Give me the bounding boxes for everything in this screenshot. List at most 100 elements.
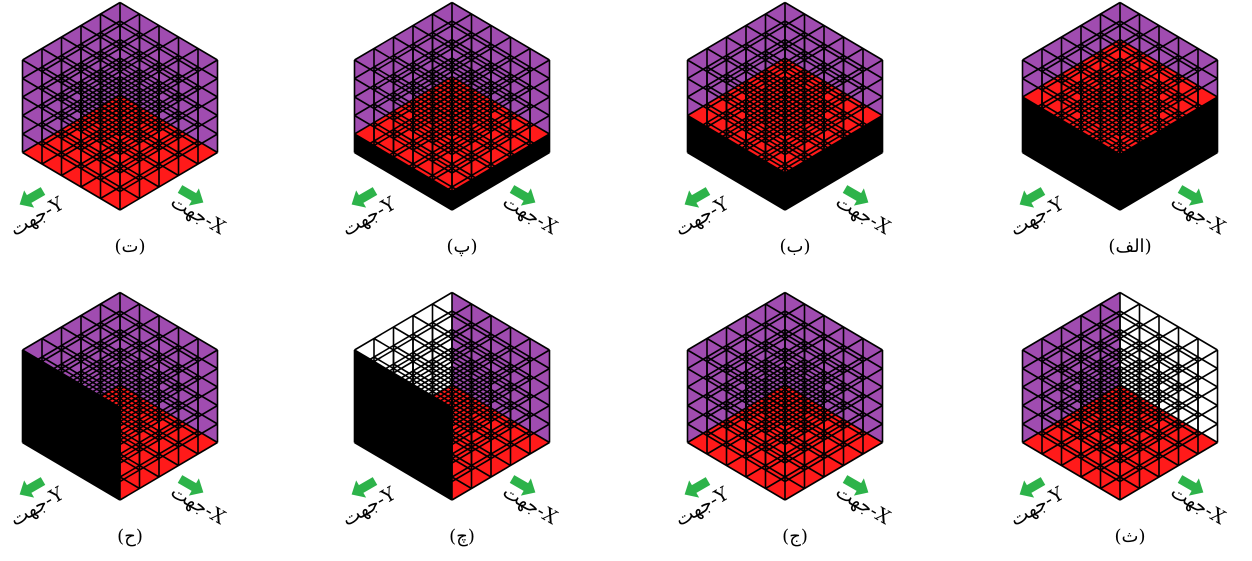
grid-line bbox=[451, 386, 550, 446]
grid-line bbox=[1061, 326, 1160, 386]
grid-line bbox=[1080, 326, 1179, 386]
panel-caption: (الف) bbox=[1108, 236, 1151, 257]
grid-line bbox=[80, 24, 179, 84]
arrow-shape bbox=[842, 185, 869, 206]
grid-line bbox=[1041, 337, 1140, 397]
grid-line bbox=[784, 77, 883, 137]
y-direction-arrow bbox=[1019, 187, 1046, 208]
grid-line bbox=[432, 303, 531, 363]
grid-line bbox=[765, 337, 864, 397]
grid-line bbox=[22, 349, 121, 409]
grid-line bbox=[119, 133, 218, 193]
grid-line bbox=[22, 77, 121, 137]
grid-line bbox=[354, 386, 453, 446]
grid-line bbox=[687, 349, 786, 409]
grid-line bbox=[354, 310, 453, 370]
grid-line bbox=[119, 59, 218, 119]
grid-line bbox=[22, 114, 121, 174]
grid-line bbox=[451, 291, 550, 351]
arrow-shape bbox=[19, 187, 46, 208]
grid-line bbox=[687, 59, 786, 119]
arrow-shape bbox=[177, 475, 204, 496]
grid-line bbox=[22, 1, 121, 61]
grid-line bbox=[41, 303, 140, 363]
grid-line bbox=[119, 404, 218, 464]
grid-line bbox=[119, 423, 218, 483]
y-direction-arrow bbox=[684, 187, 711, 208]
grid-line bbox=[22, 133, 121, 193]
grid-line bbox=[22, 367, 121, 427]
y-direction-arrow bbox=[19, 477, 46, 498]
grid-lines bbox=[1021, 291, 1219, 501]
grid-line bbox=[354, 367, 453, 427]
grid-line bbox=[784, 133, 883, 193]
panel-caption: (ت) bbox=[114, 236, 145, 257]
arrow-shape bbox=[19, 477, 46, 498]
grid-line bbox=[354, 114, 453, 174]
grid-line bbox=[687, 404, 786, 464]
grid-line bbox=[1119, 349, 1218, 409]
grid-line bbox=[1022, 59, 1121, 119]
grid-line bbox=[784, 114, 883, 174]
grid-line bbox=[1022, 96, 1121, 156]
grid-line bbox=[393, 314, 492, 374]
grid-line bbox=[100, 47, 199, 107]
grid-line bbox=[100, 303, 199, 363]
panel-caption: (ج) bbox=[782, 526, 808, 547]
grid-line bbox=[119, 114, 218, 174]
grid-line bbox=[1022, 1, 1121, 61]
grid-line bbox=[687, 291, 786, 351]
front-wall-x bbox=[452, 134, 550, 210]
grid-line bbox=[687, 386, 786, 446]
grid-line bbox=[1119, 114, 1218, 174]
grid-line bbox=[706, 47, 805, 107]
grid-line bbox=[1022, 404, 1121, 464]
x-direction-arrow bbox=[842, 475, 869, 496]
grid-line bbox=[706, 337, 805, 397]
grid-lines bbox=[1021, 1, 1219, 211]
grid-line bbox=[22, 423, 121, 483]
grid-line bbox=[354, 151, 453, 211]
grid-line bbox=[373, 47, 472, 107]
grid-line bbox=[784, 59, 883, 119]
grid-line bbox=[784, 423, 883, 483]
grid-line bbox=[22, 151, 121, 211]
grid-line bbox=[373, 303, 472, 363]
grid-line bbox=[354, 96, 453, 156]
panel-caption: (ث) bbox=[1114, 526, 1145, 547]
grid-line bbox=[22, 59, 121, 119]
y-axis-label: جهت-Y bbox=[671, 483, 733, 531]
panel-caption: (چ) bbox=[449, 526, 475, 547]
grid-line bbox=[354, 404, 453, 464]
grid-line bbox=[745, 314, 844, 374]
y-axis-label: جهت-Y bbox=[1006, 193, 1068, 241]
grid-lines bbox=[21, 291, 219, 501]
grid-line bbox=[354, 1, 453, 61]
grid-line bbox=[1041, 13, 1140, 73]
grid-line bbox=[80, 326, 179, 386]
grid-line bbox=[80, 314, 179, 374]
grid-line bbox=[373, 13, 472, 73]
grid-line bbox=[1080, 24, 1179, 84]
arrow-shape bbox=[1019, 477, 1046, 498]
grid-line bbox=[1041, 47, 1140, 107]
grid-line bbox=[784, 96, 883, 156]
panel-caption: (پ) bbox=[446, 236, 477, 257]
grid-line bbox=[373, 337, 472, 397]
grid-line bbox=[784, 1, 883, 61]
grid-line bbox=[1100, 47, 1199, 107]
y-axis-label: جهت-Y bbox=[6, 483, 68, 531]
grid-line bbox=[1119, 133, 1218, 193]
grid-line bbox=[1022, 349, 1121, 409]
grid-lines bbox=[686, 291, 884, 501]
grid-line bbox=[451, 441, 550, 501]
grid-line bbox=[451, 1, 550, 61]
arrow-shape bbox=[842, 475, 869, 496]
y-direction-arrow bbox=[684, 477, 711, 498]
